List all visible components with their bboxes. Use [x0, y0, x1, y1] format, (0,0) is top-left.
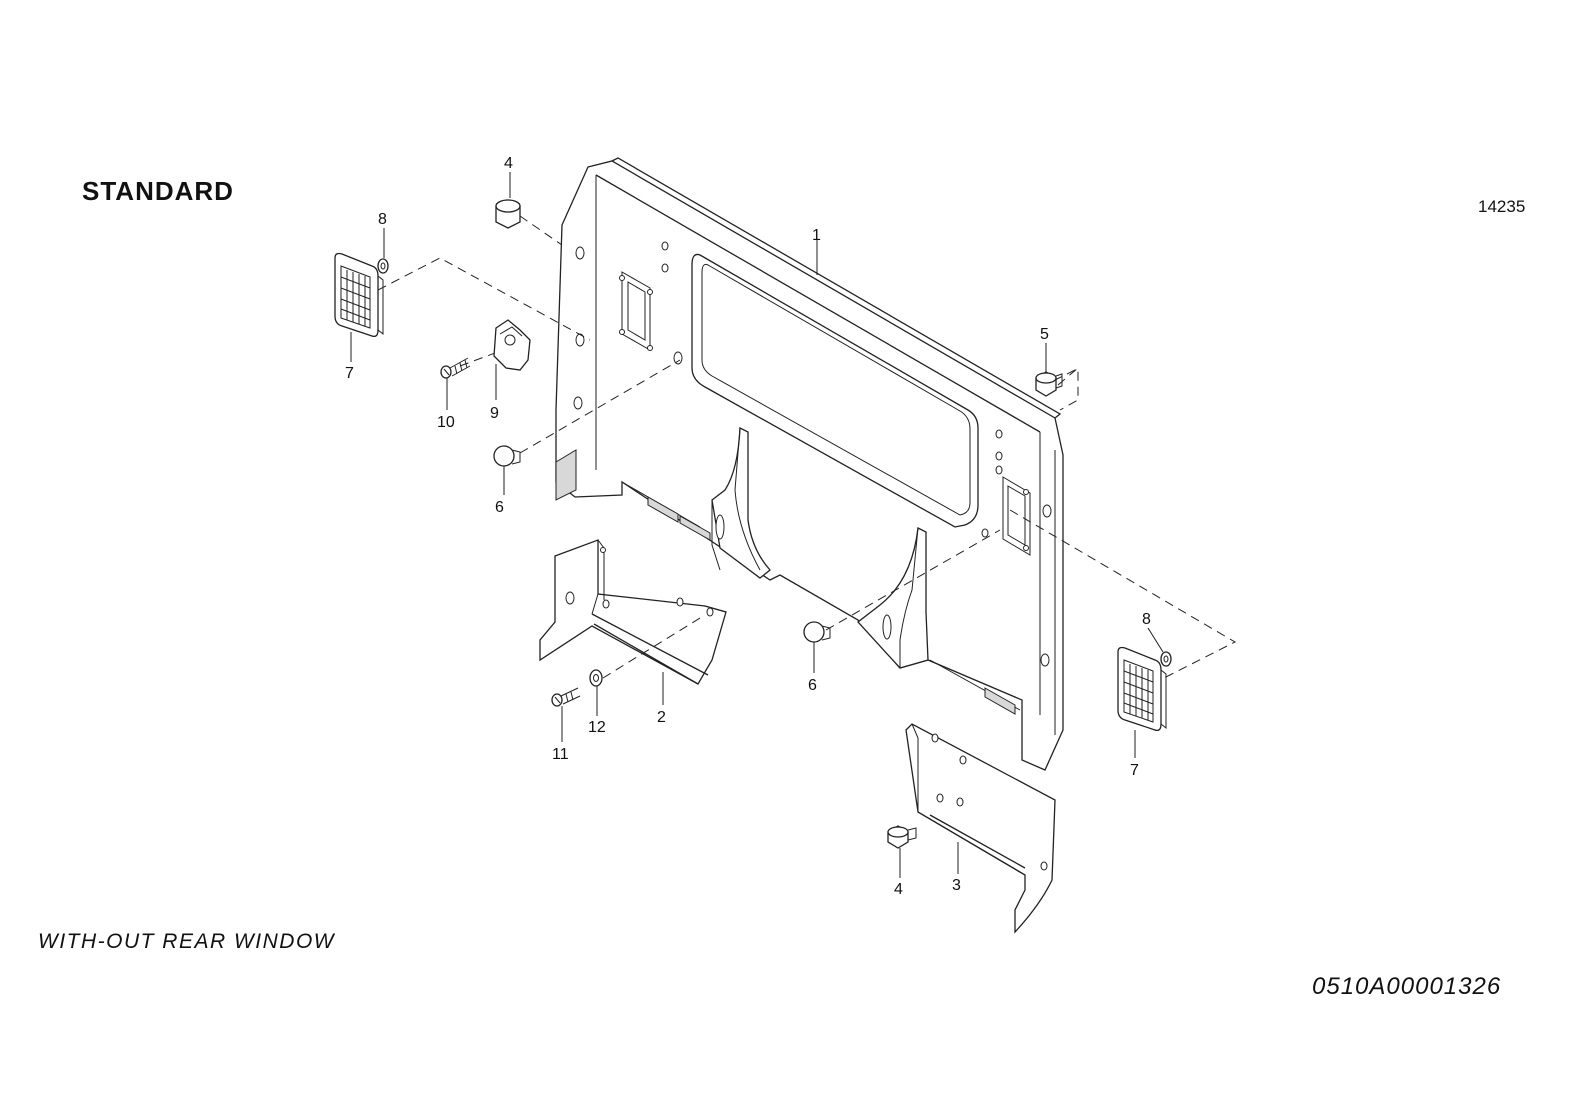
callout-12: 12 — [588, 719, 606, 736]
callout-6: 6 — [808, 677, 817, 694]
document-id: 0510A00001326 — [1312, 973, 1502, 1000]
variant-caption: WITH-OUT REAR WINDOW — [38, 930, 336, 953]
rear-panel-part-1 — [555, 157, 1064, 771]
callout-2: 2 — [657, 709, 666, 726]
callout-5: 5 — [1040, 326, 1049, 343]
diagram-title: STANDARD — [82, 176, 234, 206]
callout-7: 7 — [1130, 762, 1139, 779]
callout-7: 7 — [345, 365, 354, 382]
callout-4: 4 — [894, 881, 903, 898]
washer-part-8-right — [1160, 651, 1172, 667]
nut-part-12 — [589, 669, 603, 687]
washer-part-8-left — [377, 258, 389, 274]
callout-8: 8 — [1142, 611, 1151, 628]
screw-part-11 — [551, 687, 581, 707]
callout-4: 4 — [504, 155, 513, 172]
callout-labels: 4 8 1 5 7 10 9 6 8 6 2 12 11 7 3 4 — [345, 155, 1151, 898]
leader-lines — [350, 172, 1164, 878]
lower-left-trim-part-2 — [539, 539, 727, 685]
vent-grille-left-part-7 — [334, 252, 384, 338]
clip-part-5 — [1035, 371, 1063, 397]
screw-part-10 — [440, 357, 471, 379]
callout-8: 8 — [378, 211, 387, 228]
callout-11: 11 — [552, 746, 569, 763]
clip-part-6-right — [803, 621, 831, 643]
callout-1: 1 — [812, 227, 821, 244]
lower-right-trim-part-3 — [905, 723, 1056, 934]
vent-grille-right-part-7 — [1117, 646, 1167, 732]
callout-9: 9 — [490, 405, 499, 422]
clip-part-4-bottom — [887, 825, 917, 849]
callout-6: 6 — [495, 499, 504, 516]
hook-part-9 — [493, 319, 531, 371]
callout-10: 10 — [437, 414, 455, 431]
clip-part-6-left — [493, 445, 521, 467]
callout-3: 3 — [952, 877, 961, 894]
figure-number: 14235 — [1478, 197, 1526, 216]
clip-part-4-top — [495, 199, 521, 229]
